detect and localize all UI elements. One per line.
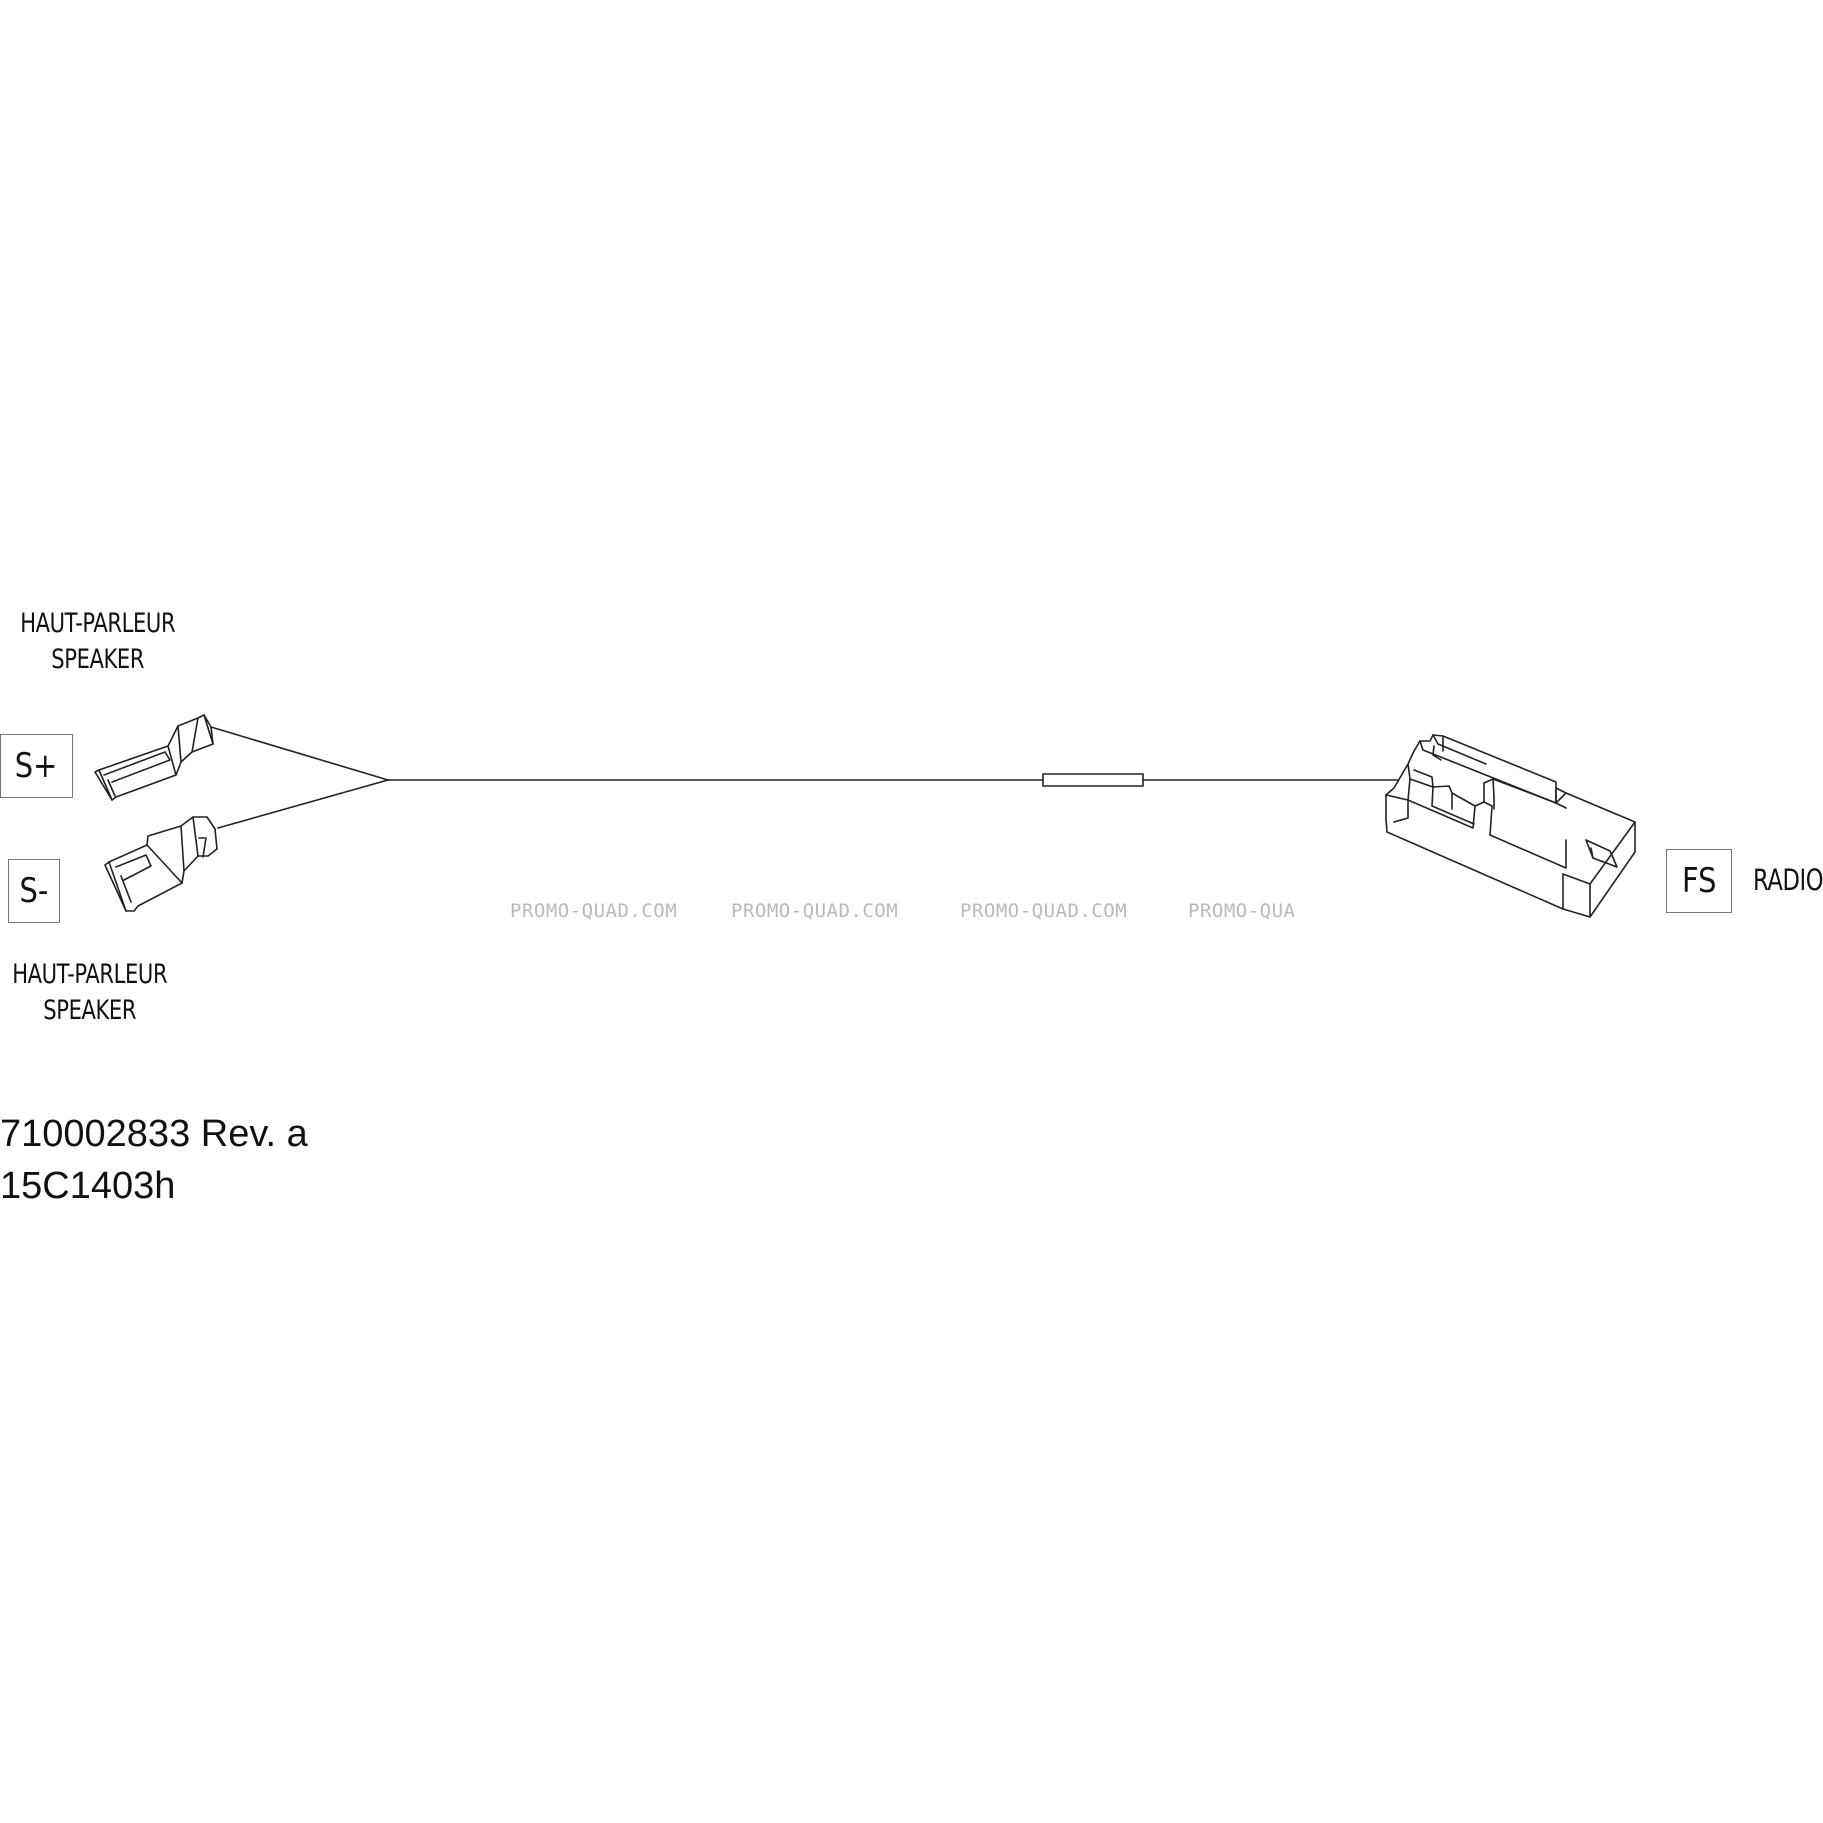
callout-s-minus: S- [8, 859, 60, 923]
drawing-code: 15C1403h [0, 1165, 176, 1207]
radio-label: RADIO [1753, 863, 1823, 897]
bottom-speaker-label-en: SPEAKER [43, 995, 137, 1026]
inline-tube [1042, 773, 1144, 787]
watermark-2: PROMO-QUAD.COM [731, 900, 899, 922]
watermark-1: PROMO-QUAD.COM [510, 900, 678, 922]
wire-splice-bottom [217, 779, 389, 829]
part-number: 710002833 Rev. a [0, 1113, 308, 1155]
radio-connector [1385, 734, 1636, 918]
bottom-speaker-label-fr: HAUT-PARLEUR [12, 959, 168, 990]
wire-splice-top [210, 726, 389, 781]
callout-s-plus: S+ [0, 734, 73, 798]
top-speaker-label: HAUT-PARLEUR SPEAKER [8, 606, 187, 678]
watermark-4: PROMO-QUA [1188, 900, 1296, 922]
watermark-3: PROMO-QUAD.COM [960, 900, 1128, 922]
terminal-s-minus [104, 816, 218, 912]
callout-fs: FS [1666, 849, 1732, 913]
terminal-s-plus [94, 714, 214, 801]
bottom-speaker-label: HAUT-PARLEUR SPEAKER [0, 957, 179, 1029]
top-speaker-label-en: SPEAKER [51, 644, 145, 675]
top-speaker-label-fr: HAUT-PARLEUR [20, 608, 176, 639]
